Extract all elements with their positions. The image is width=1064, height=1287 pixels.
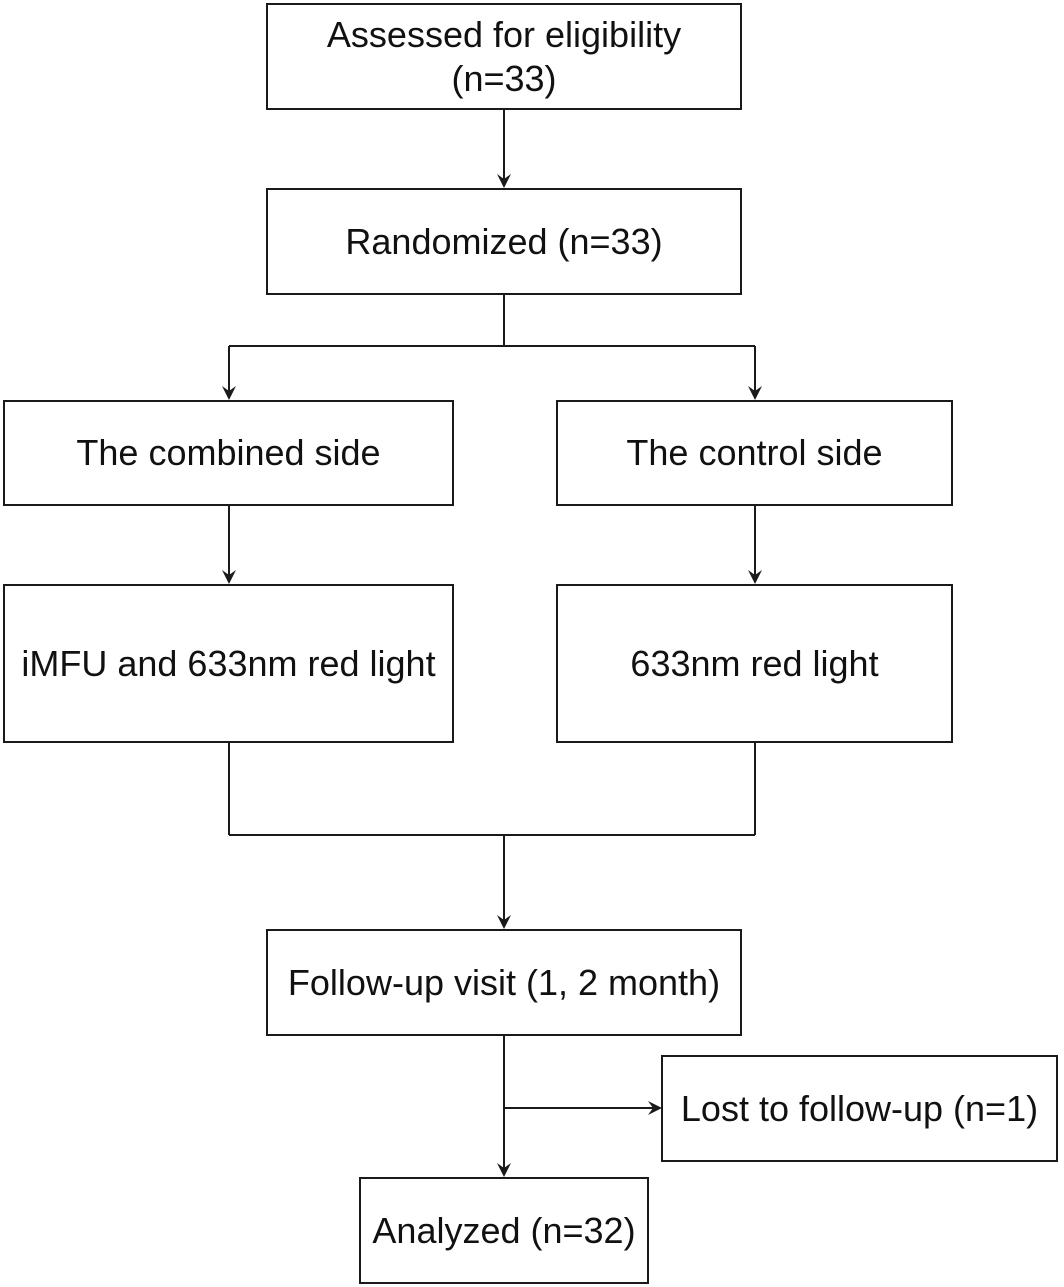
assessed-label: Assessed for eligibility <box>326 14 682 56</box>
randomized-label: Randomized (n=33) <box>345 220 663 262</box>
combined-treatment-box: iMFU and 633nm red light <box>3 584 454 743</box>
combined-side-box: The combined side <box>3 400 454 506</box>
assessed-count: (n=33) <box>451 57 557 99</box>
lost-to-follow-up-box: Lost to follow-up (n=1) <box>661 1055 1058 1162</box>
lost-to-follow-up-label: Lost to follow-up (n=1) <box>680 1087 1039 1129</box>
combined-treatment-label: iMFU and 633nm red light <box>21 642 436 684</box>
control-treatment-box: 633nm red light <box>556 584 953 743</box>
control-treatment-label: 633nm red light <box>630 642 879 684</box>
assessed-box: Assessed for eligibility (n=33) <box>266 3 742 110</box>
control-side-label: The control side <box>626 432 883 474</box>
analyzed-label: Analyzed (n=32) <box>372 1209 636 1251</box>
combined-side-label: The combined side <box>76 432 381 474</box>
control-side-box: The control side <box>556 400 953 506</box>
analyzed-box: Analyzed (n=32) <box>359 1177 649 1284</box>
randomized-box: Randomized (n=33) <box>266 188 742 295</box>
follow-up-label: Follow-up visit (1, 2 month) <box>287 961 721 1003</box>
follow-up-box: Follow-up visit (1, 2 month) <box>266 929 742 1036</box>
